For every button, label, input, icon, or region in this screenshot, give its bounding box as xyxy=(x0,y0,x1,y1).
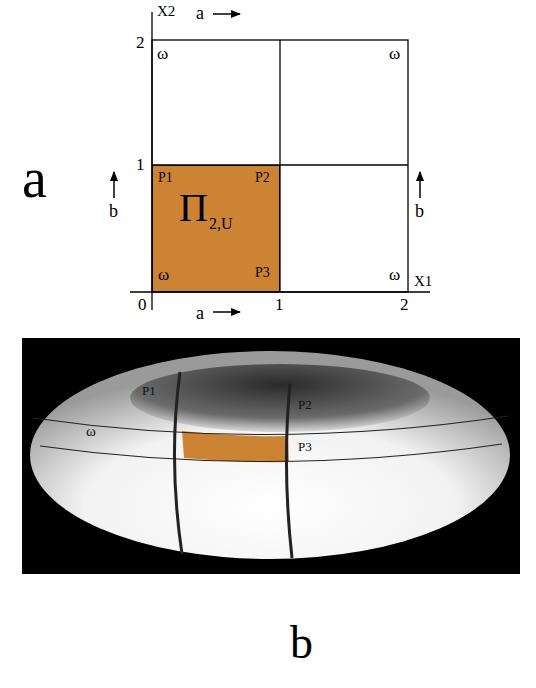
panel-label: b xyxy=(290,620,313,666)
diagram-label: a xyxy=(196,4,204,22)
diagram-label: X1 xyxy=(414,274,432,289)
diagram-label: P1 xyxy=(142,384,156,397)
torus-background xyxy=(22,338,520,574)
point-label: P3 xyxy=(255,266,270,280)
diagram-label: 2 xyxy=(136,34,145,51)
torus-patch xyxy=(182,431,289,462)
diagram-label: ω xyxy=(389,45,400,62)
diagram-label: X2 xyxy=(157,4,175,19)
diagram-label: b xyxy=(109,202,118,220)
point-label: P2 xyxy=(255,171,270,185)
diagram-label: 1 xyxy=(275,296,284,313)
torus xyxy=(30,351,510,559)
diagram-label: 1 xyxy=(136,156,145,173)
diagram-label: b xyxy=(415,202,424,220)
diagram-label: ω xyxy=(389,266,400,283)
diagram-label: a xyxy=(196,304,204,322)
region-symbol: Π xyxy=(179,188,208,228)
point-label: P1 xyxy=(158,171,173,185)
region-square: Π2,U P1 P2P3 ω xyxy=(152,165,280,292)
diagram-label: ω xyxy=(86,424,96,439)
panel-label: a xyxy=(22,150,47,206)
region-subscript: 2,U xyxy=(209,216,233,232)
diagram-label: P3 xyxy=(298,440,312,453)
diagram-label: ω xyxy=(157,45,168,62)
direction-arrows xyxy=(114,14,420,312)
diagram-label: 2 xyxy=(400,296,409,313)
diagram-label: P2 xyxy=(298,398,312,411)
diagram-label: 0 xyxy=(138,296,147,313)
grid xyxy=(130,12,430,310)
point-label: ω xyxy=(158,266,169,283)
torus-lines xyxy=(33,372,508,558)
